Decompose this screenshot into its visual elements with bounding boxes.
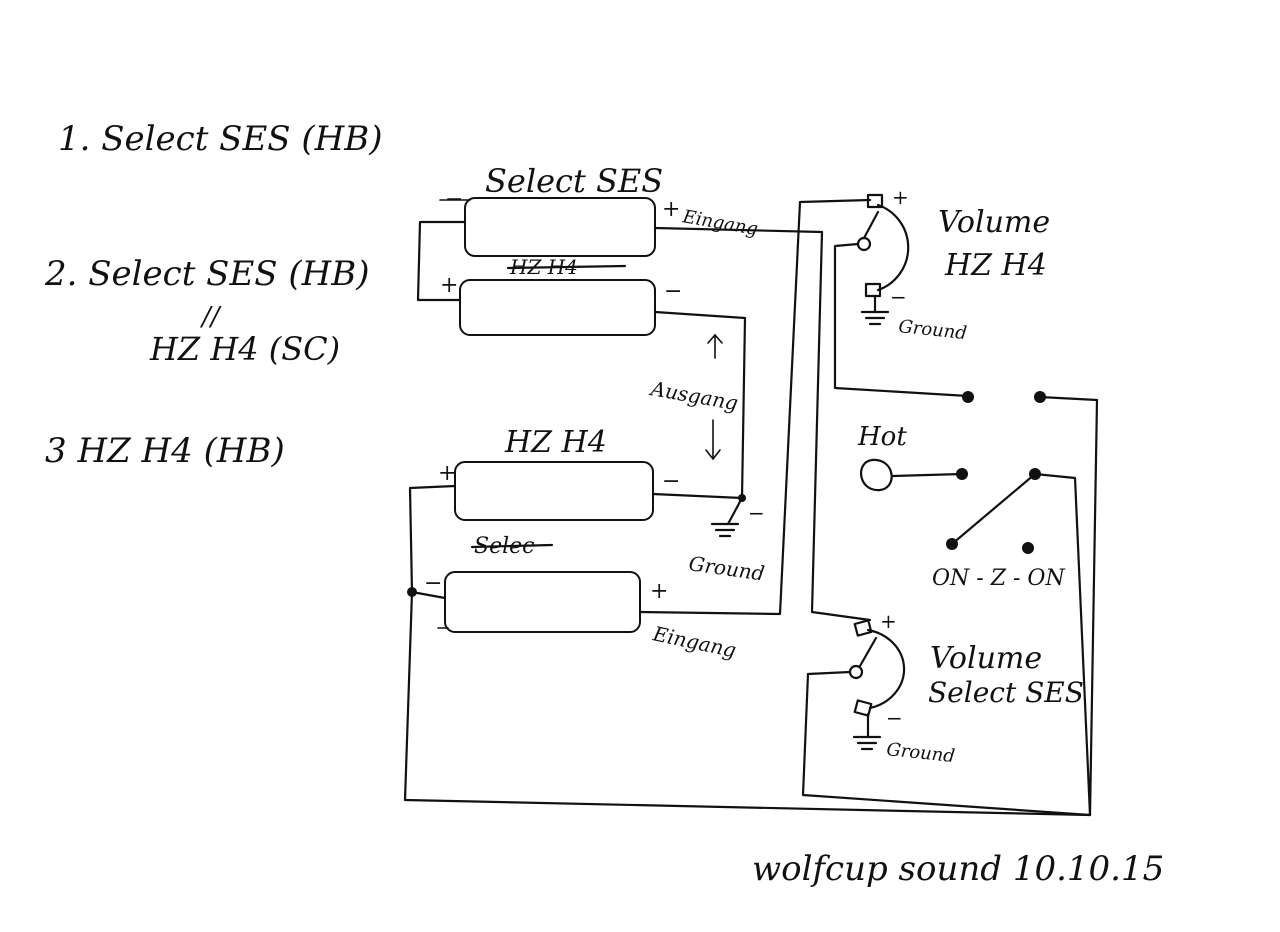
volume-1-plus: +: [892, 185, 909, 209]
ausgang-label: Ausgang: [647, 376, 740, 415]
volume-2-wiper: [848, 664, 864, 680]
wire-hot-switch: [891, 472, 964, 478]
switch-lug-6: [1022, 542, 1034, 554]
wire-switch-jumper: [950, 472, 1037, 546]
wire-coil3-left: [408, 484, 457, 600]
ausgang-arrow-up-head: [707, 333, 723, 344]
switch-lug-1: [962, 391, 974, 403]
coil-1-minus: −: [445, 187, 463, 212]
coil-2-plus: +: [440, 273, 458, 298]
volume-1-label-line1: Volume: [938, 205, 1050, 240]
eingang-bottom-label: Eingang: [650, 621, 738, 662]
coil-3-minus: −: [662, 469, 680, 494]
volume-2-minus: −: [886, 706, 903, 730]
volume-1-wiper-arm: [862, 210, 880, 240]
coil-2: [459, 279, 656, 336]
ground-mid-label: Ground: [687, 551, 766, 585]
volume-2-tab-bottom: [853, 699, 873, 717]
volume-1-wiper: [856, 236, 872, 252]
switch-label: ON - Z - ON: [932, 566, 1065, 591]
wire-coil1-volume: [653, 226, 872, 622]
wire-switch-lug2-bus: [1038, 395, 1099, 817]
wire-coil2-out: [653, 310, 747, 500]
coil-3-plus: +: [438, 461, 456, 486]
hot-lug: [860, 458, 893, 492]
note-item-2-line2: HZ H4 (SC): [149, 330, 340, 368]
wire-bottom-loop: [403, 476, 1092, 817]
wire-ground-mid: [726, 496, 744, 526]
coil-4: [444, 571, 641, 633]
coil-4-plus: +: [650, 579, 668, 604]
signature: wolfcup sound 10.10.15: [752, 849, 1164, 889]
coil-1: [464, 197, 656, 257]
volume-2-wiper-arm: [858, 636, 878, 668]
note-item-2-mark: //: [199, 302, 222, 332]
strike-line-1: [506, 264, 627, 270]
note-item-1: 1. Select SES (HB): [58, 119, 383, 159]
coil-3: [454, 461, 654, 521]
volume-1-ground-label: Ground: [897, 316, 967, 344]
coil-4-minus: −: [424, 571, 442, 596]
wire-volume1-switch: [833, 242, 970, 398]
volume-2-ground-label: Ground: [885, 739, 955, 767]
wire-coil4-eingang: [638, 198, 872, 616]
wire-switch-lug4-right: [1033, 472, 1077, 480]
top-pair-title: Select SES: [485, 162, 663, 200]
bottom-pair-title: HZ H4: [504, 425, 607, 460]
hot-label: Hot: [857, 422, 907, 452]
volume-2-plus: +: [880, 609, 897, 633]
ground-mid-minus: −: [748, 501, 765, 525]
note-item-2-line1: 2. Select SES (HB): [44, 254, 370, 294]
volume-2-label-line2: Select SES: [928, 676, 1084, 709]
volume-1-label-line2: HZ H4: [944, 248, 1047, 283]
volume-1-tab-top: [866, 193, 884, 209]
ausgang-arrow-down-head: [705, 449, 721, 461]
volume-2-label-line1: Volume: [930, 641, 1042, 676]
wire-coil3-ground: [651, 492, 744, 500]
note-item-3: 3 HZ H4 (HB): [45, 431, 285, 471]
wire-coil1-coil2-left: [416, 220, 467, 302]
eingang-top-label: Eingang: [680, 206, 759, 240]
volume-1-pot: [876, 203, 910, 292]
volume-2-tab-top: [853, 619, 873, 637]
volume-1-minus: −: [890, 285, 907, 309]
coil-2-minus: −: [664, 279, 682, 304]
strike-line-2: [470, 543, 554, 549]
volume-1-tab-bottom: [864, 282, 882, 298]
wire-volume2-bus: [801, 670, 1092, 817]
coil-1-plus: +: [662, 197, 680, 222]
volume-2-pot: [866, 628, 906, 710]
